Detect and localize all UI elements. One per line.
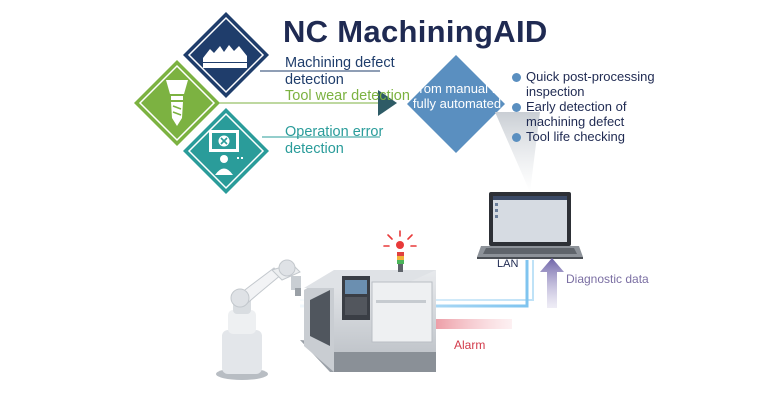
flow-arrow-icon [378,90,397,116]
defect-wave-icon [203,45,247,62]
benefit-item: Early detection of machining defect [512,99,672,129]
bullet-icon [512,133,521,142]
benefit-item: Quick post-processing inspection [512,69,672,99]
benefit-item: Tool life checking [512,129,672,145]
lan-label: LAN [497,258,519,270]
feature-label-operation-error: Operation error detection [285,124,384,157]
tool-wear-diamond [130,56,224,150]
diagnostic-arrow [540,258,564,308]
operation-error-diamond [179,104,273,198]
cnc-machine-image [300,252,436,372]
feature-label-tool-wear: Tool wear detection [285,88,410,104]
diagnostic-data-label: Diagnostic data [566,272,649,286]
product-title: NC MachiningAID [283,14,548,49]
feature-label-machining-defect: Machining defect detection [285,55,395,88]
machining-defect-diamond [179,8,273,102]
benefits-list: Quick post-processing inspection Early d… [512,69,672,146]
bullet-icon [512,73,521,82]
automation-label: From manual to fully automated [411,81,503,111]
alarm-light-icon [383,230,417,249]
alarm-arrow [381,311,512,337]
alarm-label: Alarm [454,338,486,352]
drill-tool-icon [166,80,188,126]
automation-diamond [407,55,505,153]
bullet-icon [512,103,521,112]
laptop-image [477,192,583,259]
operator-error-icon [209,130,243,175]
callout-cone [495,112,540,192]
robot-arm-image [216,259,301,380]
